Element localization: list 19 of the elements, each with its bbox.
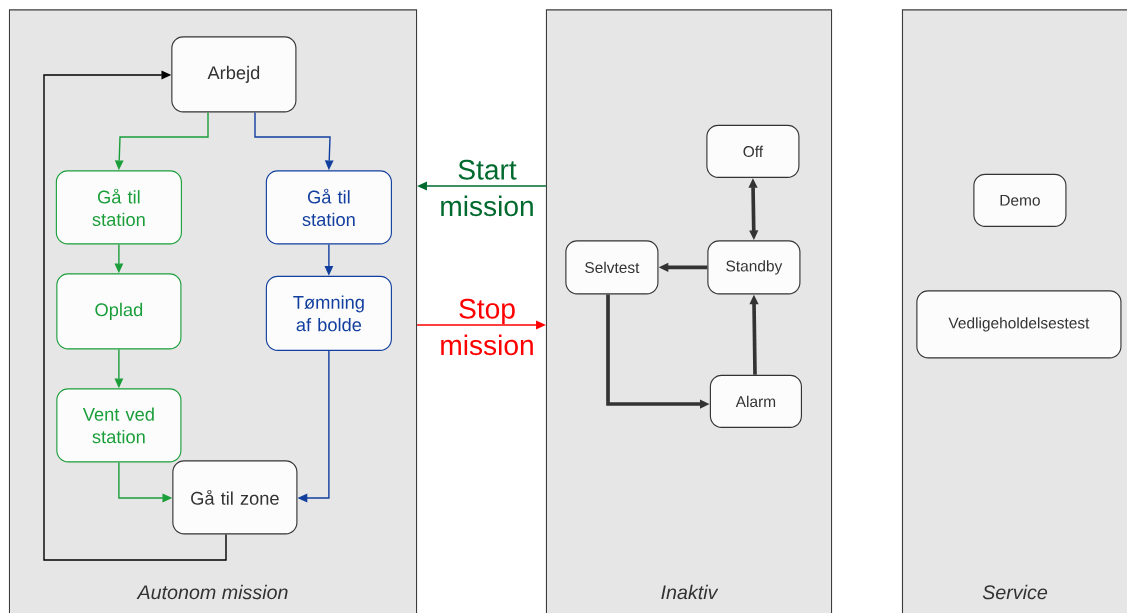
- panel-caption: Inaktiv: [661, 584, 719, 600]
- state-box: Gå til zone: [172, 460, 298, 535]
- panel-caption: Autonom mission: [136, 584, 288, 600]
- state-box: Gå til station: [265, 170, 392, 245]
- edge-label: Start mission: [441, 159, 533, 217]
- state-box: Off: [706, 124, 800, 178]
- panel-caption: Service: [982, 584, 1048, 600]
- state-box: Arbejd: [171, 36, 297, 113]
- state-box: Demo: [973, 173, 1067, 227]
- state-box: Vedligeholdelsestest: [916, 290, 1122, 359]
- state-box: Standby: [707, 240, 801, 295]
- state-box: Selvtest: [565, 240, 659, 295]
- arrow: [43, 70, 227, 561]
- state-box: Alarm: [709, 374, 802, 428]
- state-box: Gå til station: [55, 170, 182, 245]
- state-box: Tømning af bolde: [265, 275, 392, 351]
- state-box: Vent ved station: [56, 388, 182, 463]
- state-box: Oplad: [56, 273, 182, 350]
- edge-label: Stop mission: [441, 298, 533, 356]
